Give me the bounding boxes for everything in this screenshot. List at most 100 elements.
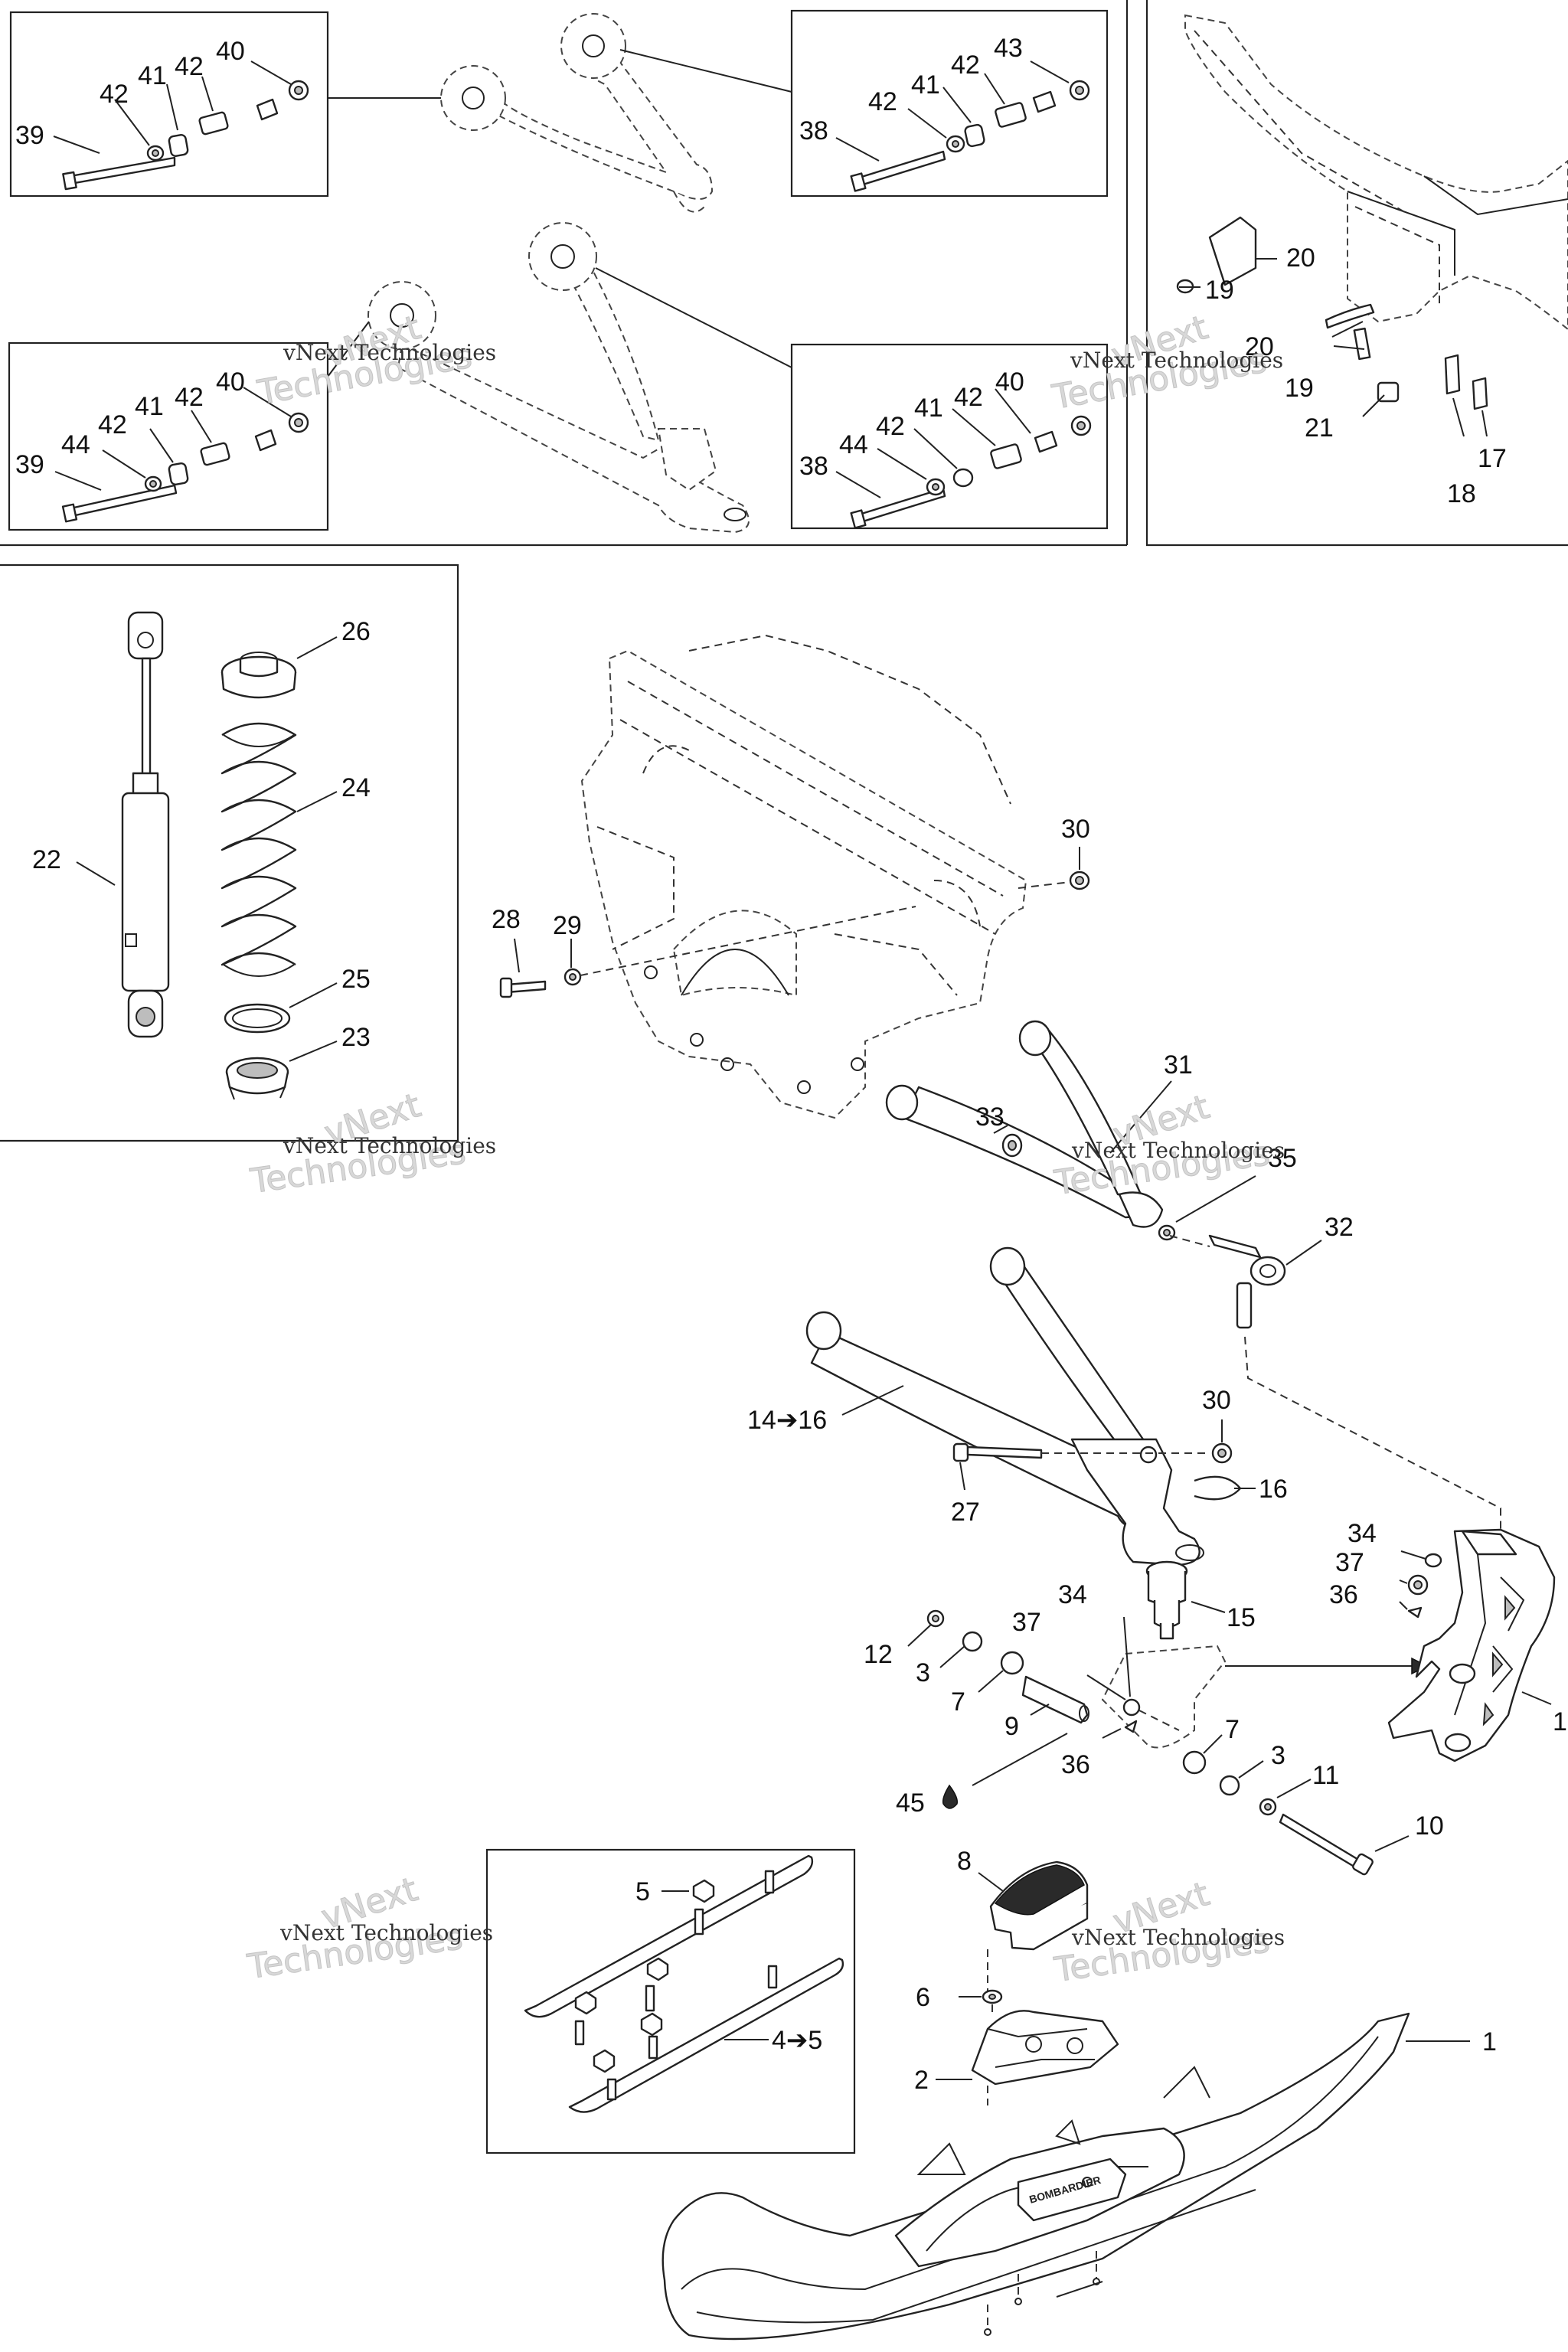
callouts-spindle-right: 34 37 36 1 bbox=[1329, 1519, 1567, 1736]
callout-18: 18 bbox=[1447, 479, 1476, 508]
pivot-hardware-right bbox=[1182, 1734, 1410, 1876]
spindle-outline bbox=[1101, 1645, 1429, 1749]
callout-42: 42 bbox=[951, 51, 980, 80]
callouts-bottom-left: 39 44 42 41 42 40 bbox=[15, 368, 245, 479]
watermark: vNext Technologies vNext Technologies bbox=[247, 1086, 496, 1202]
callout-6: 6 bbox=[916, 1983, 930, 2012]
callout-44: 44 bbox=[61, 430, 90, 459]
callout-35: 35 bbox=[1268, 1144, 1297, 1173]
callout-11: 11 bbox=[1312, 1761, 1339, 1790]
hardware-box-bottom-left bbox=[8, 341, 329, 531]
bracket-plate bbox=[1208, 216, 1257, 286]
callouts-top-right: 38 42 41 42 43 bbox=[799, 34, 1023, 145]
callout-30: 30 bbox=[1061, 815, 1090, 844]
spring-ring bbox=[224, 1003, 291, 1034]
callout-21: 21 bbox=[1305, 413, 1334, 443]
chassis-frame bbox=[580, 634, 1027, 1119]
callout-33: 33 bbox=[975, 1102, 1004, 1132]
watermark: vNext Technologies vNext Technologies bbox=[1049, 308, 1284, 418]
hardware-set-bottom-right bbox=[835, 388, 1092, 529]
callout-42: 42 bbox=[876, 412, 905, 441]
leader-lines-top bbox=[327, 49, 792, 377]
callouts-ski: 8 6 2 1 bbox=[914, 1847, 1497, 2095]
callouts-top-left: 39 42 41 42 40 bbox=[15, 37, 245, 150]
lower-a-arm bbox=[805, 1246, 1256, 1566]
hardware-set-top-left bbox=[53, 60, 309, 191]
callout-24: 24 bbox=[341, 773, 371, 802]
shock-absorber bbox=[121, 611, 170, 1038]
callouts-spindle: 15 bbox=[1227, 1603, 1256, 1632]
watermarks: vNext Technologies vNext Technologies vN… bbox=[244, 308, 1285, 1991]
callout-42: 42 bbox=[954, 383, 983, 412]
spring-adjuster bbox=[225, 1057, 289, 1100]
callout-45: 45 bbox=[896, 1788, 925, 1818]
callout-42: 42 bbox=[175, 383, 204, 412]
callout-1: 1 bbox=[1553, 1707, 1567, 1736]
callout-27: 27 bbox=[951, 1498, 980, 1527]
callout-28: 28 bbox=[492, 905, 521, 934]
frame-bolt-hardware bbox=[499, 847, 1090, 998]
callout-16: 16 bbox=[1259, 1475, 1288, 1504]
callout-14-to-16: 14➔16 bbox=[747, 1406, 827, 1435]
callouts-runner: 5 4➔5 bbox=[635, 1877, 822, 2055]
hardware-box-top-left bbox=[9, 11, 329, 198]
callout-43: 43 bbox=[994, 34, 1023, 63]
svg-text:vNext Technologies: vNext Technologies bbox=[1071, 1138, 1285, 1163]
callout-38: 38 bbox=[799, 116, 828, 145]
hardware-box-top-right bbox=[790, 9, 1109, 198]
callouts-bumper: 20 19 20 19 21 18 17 bbox=[1205, 243, 1507, 508]
watermark: vNext Technologies vNext Technologies bbox=[244, 1870, 493, 1988]
callout-39: 39 bbox=[15, 450, 44, 479]
lower-a-arm-top bbox=[368, 222, 750, 534]
callout-22: 22 bbox=[32, 845, 61, 874]
carbide-runners bbox=[524, 1854, 844, 2113]
ski-mount-bracket bbox=[936, 2010, 1119, 2105]
callout-44: 44 bbox=[839, 430, 868, 459]
runner-box bbox=[485, 1848, 856, 2154]
grease-drop-icon bbox=[942, 1784, 959, 1809]
watermark: vNext Technologies vNext Technologies bbox=[254, 308, 497, 413]
callout-10: 10 bbox=[1415, 1811, 1444, 1841]
callout-30: 30 bbox=[1202, 1386, 1231, 1415]
callout-34: 34 bbox=[1058, 1580, 1087, 1609]
upper-a-arm-top bbox=[440, 13, 714, 213]
callout-4-to-5: 4➔5 bbox=[772, 2026, 822, 2055]
callout-7: 7 bbox=[1225, 1715, 1240, 1744]
callout-41: 41 bbox=[911, 70, 940, 100]
callout-37: 37 bbox=[1012, 1608, 1041, 1637]
callout-3: 3 bbox=[1271, 1741, 1285, 1770]
coil-spring bbox=[220, 722, 297, 977]
callout-32: 32 bbox=[1325, 1213, 1354, 1242]
callouts-bottom-right: 38 44 42 41 42 40 bbox=[799, 368, 1024, 481]
callout-25: 25 bbox=[341, 965, 371, 994]
callout-31: 31 bbox=[1164, 1050, 1193, 1080]
ball-joint-lower bbox=[1145, 1560, 1226, 1640]
ski-pad bbox=[978, 1860, 1089, 1991]
callouts-frame: 28 29 30 bbox=[492, 815, 1090, 940]
callout-40: 40 bbox=[995, 368, 1024, 397]
svg-text:vNext Technologies: vNext Technologies bbox=[1070, 348, 1283, 373]
svg-text:vNext Technologies: vNext Technologies bbox=[283, 340, 496, 365]
callout-41: 41 bbox=[914, 394, 943, 423]
callout-42: 42 bbox=[100, 80, 129, 109]
callout-29: 29 bbox=[553, 911, 582, 940]
callout-9: 9 bbox=[1004, 1712, 1019, 1741]
callout-40: 40 bbox=[216, 368, 245, 397]
hardware-set-top-right bbox=[835, 60, 1090, 192]
callout-12: 12 bbox=[864, 1640, 893, 1669]
ball-joint-upper bbox=[1169, 1234, 1501, 1539]
callout-26: 26 bbox=[341, 617, 371, 646]
ski-washer bbox=[959, 1989, 1003, 2017]
callout-42: 42 bbox=[175, 52, 204, 81]
callout-34: 34 bbox=[1348, 1519, 1377, 1548]
spindle bbox=[1387, 1528, 1556, 1762]
leader-lines-shock bbox=[76, 636, 338, 1062]
svg-text:vNext Technologies: vNext Technologies bbox=[1071, 1925, 1285, 1950]
spring-seat-top bbox=[220, 652, 297, 699]
callout-40: 40 bbox=[216, 37, 245, 66]
callout-23: 23 bbox=[341, 1023, 371, 1052]
callout-20: 20 bbox=[1245, 332, 1274, 361]
callouts-pivot-right: 7 3 11 10 bbox=[1225, 1715, 1444, 1841]
lower-arm-bolt bbox=[952, 1419, 1233, 1491]
